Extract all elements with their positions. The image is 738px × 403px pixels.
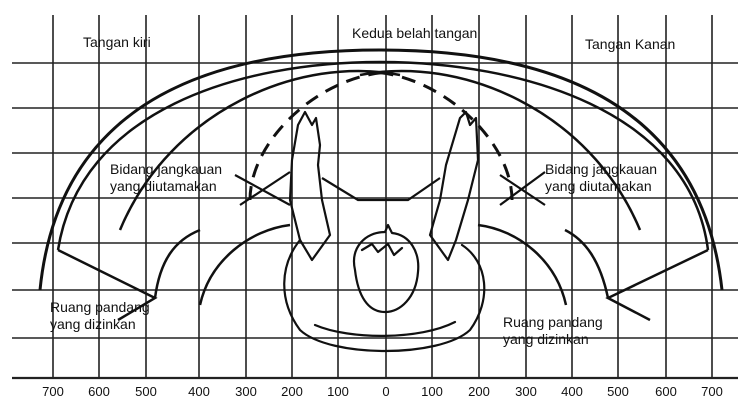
- shoulder-line: [313, 320, 457, 337]
- label-permitted-view-left-1: Ruang pandang: [50, 299, 150, 315]
- right-arm: [428, 110, 480, 262]
- tick-label: 600: [88, 384, 110, 399]
- torso: [283, 238, 486, 353]
- tick-label: 300: [515, 384, 537, 399]
- tick-label: 400: [188, 384, 210, 399]
- tick-label: 700: [42, 384, 64, 399]
- tick-label: 300: [235, 384, 257, 399]
- left-hand-arc: [118, 69, 401, 231]
- head: [352, 223, 420, 314]
- label-preferred-reach-right-2: yang diutamakan: [545, 178, 652, 194]
- label-left-hand: Tangan kiri: [83, 34, 151, 50]
- tick-label: 200: [468, 384, 490, 399]
- right-permitted-view-wedge: [605, 248, 709, 322]
- outer-reach-arc: [38, 48, 724, 291]
- label-preferred-reach-left-2: yang diutamakan: [110, 178, 217, 194]
- left-arm: [288, 110, 332, 262]
- outer-reach-arc-inner: [56, 60, 710, 251]
- left-zone-crossing: [234, 171, 291, 206]
- tick-label: 0: [382, 384, 389, 399]
- left-inner-arc: [198, 223, 291, 306]
- tick-label: 500: [607, 384, 629, 399]
- label-preferred-reach-left-1: Bidang jangkauan: [110, 161, 222, 177]
- tick-label: 200: [281, 384, 303, 399]
- right-zone-crossing: [499, 171, 546, 206]
- tick-label: 600: [655, 384, 677, 399]
- label-right-hand: Tangan Kanan: [585, 36, 675, 52]
- tick-label: 700: [701, 384, 723, 399]
- tick-label: 100: [327, 384, 349, 399]
- hair: [360, 242, 404, 257]
- tick-label: 400: [561, 384, 583, 399]
- right-inner-arc: [477, 223, 568, 306]
- right-preferred-reach-dashed: [371, 70, 514, 201]
- label-permitted-view-right-1: Ruang pandang: [503, 314, 603, 330]
- human-figure: [283, 110, 486, 353]
- axis-tick-labels: 700 600 500 400 300 200 100 0 100 200 30…: [42, 384, 723, 399]
- label-permitted-view-left-2: yang dizinkan: [50, 316, 136, 332]
- label-both-hands: Kedua belah tangan: [352, 25, 477, 41]
- work-surface-edge: [321, 177, 441, 202]
- tick-label: 100: [421, 384, 443, 399]
- right-inner-arc-2: [564, 228, 610, 299]
- right-hand-arc: [359, 69, 642, 231]
- label-permitted-view-right-2: yang dizinkan: [503, 331, 589, 347]
- left-inner-arc-2: [153, 228, 201, 299]
- left-preferred-reach-dashed: [248, 70, 391, 201]
- label-preferred-reach-right-1: Bidang jangkauan: [545, 161, 657, 177]
- tick-label: 500: [135, 384, 157, 399]
